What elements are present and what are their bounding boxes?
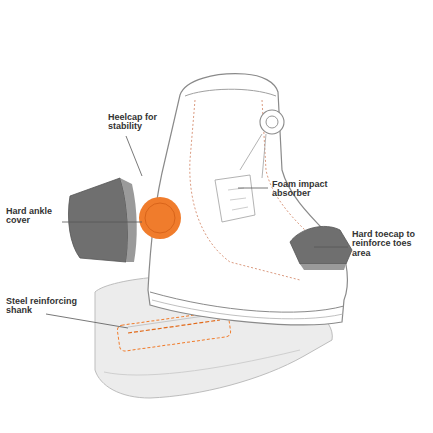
part-label: Hard ankle cover: [6, 207, 60, 226]
ankle-cover-ring: [145, 203, 175, 233]
foam-texture: [228, 188, 248, 210]
boot-collar: [185, 89, 276, 96]
shank-rib: [128, 320, 220, 333]
boa-dial-center: [266, 116, 278, 128]
part-label: Heelcap for stability: [108, 113, 178, 132]
leader-line: [62, 222, 142, 223]
boa-dial: [260, 110, 284, 134]
toecap-side: [300, 264, 346, 270]
heelcap: [68, 178, 128, 262]
foam-panel: [215, 175, 255, 222]
ankle-cover: [139, 197, 181, 239]
tread-line: [152, 300, 343, 319]
leader-line: [238, 188, 268, 189]
boot-outline: [148, 74, 347, 325]
sole-edge: [104, 350, 300, 375]
part-label: Foam impact absorber: [272, 180, 334, 199]
heelcap-side: [120, 178, 137, 262]
sole-line: [150, 292, 344, 312]
lace-wire: [240, 134, 266, 178]
part-label: Steel reinforcing shank: [6, 297, 102, 316]
leader-line: [46, 314, 128, 328]
part-label: Hard toecap to reinforce toes area: [352, 230, 422, 258]
leader-line: [314, 247, 348, 248]
leader-line: [126, 136, 142, 176]
toecap: [290, 226, 352, 264]
